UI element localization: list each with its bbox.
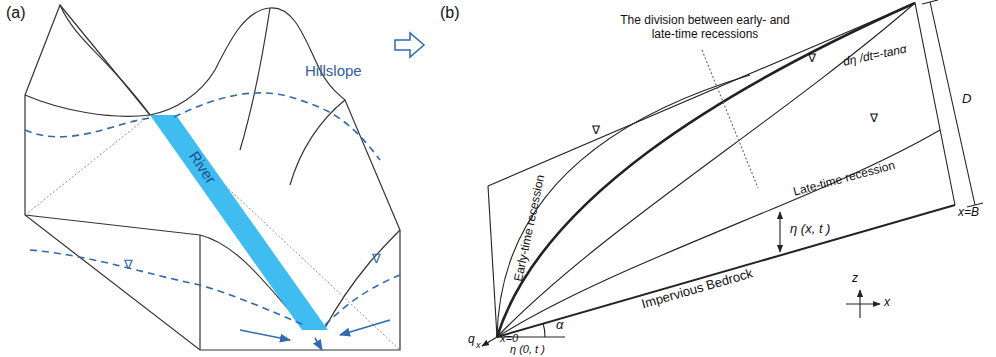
dimension-label: D bbox=[962, 92, 971, 107]
boundary-condition: dη /dt=-tanα bbox=[842, 43, 908, 70]
boundary-label: η (0, t ) bbox=[510, 343, 545, 356]
axis-label: z bbox=[852, 272, 858, 286]
flux-label: q bbox=[468, 333, 475, 347]
water-table-symbol: ∇ bbox=[870, 112, 878, 126]
region-label: Hillslope bbox=[305, 62, 362, 79]
water-table-symbol: ∇ bbox=[808, 52, 816, 66]
axis-label: x bbox=[884, 296, 890, 310]
boundary-label: x=B bbox=[958, 206, 979, 220]
flux-subscript: x bbox=[476, 340, 481, 350]
surface-label: Impervious Bedrock bbox=[640, 266, 755, 312]
water-table-symbol: ∇ bbox=[592, 124, 600, 138]
variable-label: η (x, t ) bbox=[790, 222, 830, 237]
curve-label: Late-time recession bbox=[792, 159, 897, 199]
boundary-label: x=0 bbox=[500, 332, 518, 345]
water-table-symbol: ∇ bbox=[372, 252, 381, 267]
curve-label: Early-time recession bbox=[512, 174, 548, 283]
panel-letter: (b) bbox=[440, 4, 460, 22]
callout-note: The division between early- and late-tim… bbox=[610, 14, 800, 42]
water-table-symbol: ∇ bbox=[124, 258, 133, 273]
angle-label: α bbox=[556, 318, 563, 333]
panel-letter: (a) bbox=[6, 4, 26, 22]
